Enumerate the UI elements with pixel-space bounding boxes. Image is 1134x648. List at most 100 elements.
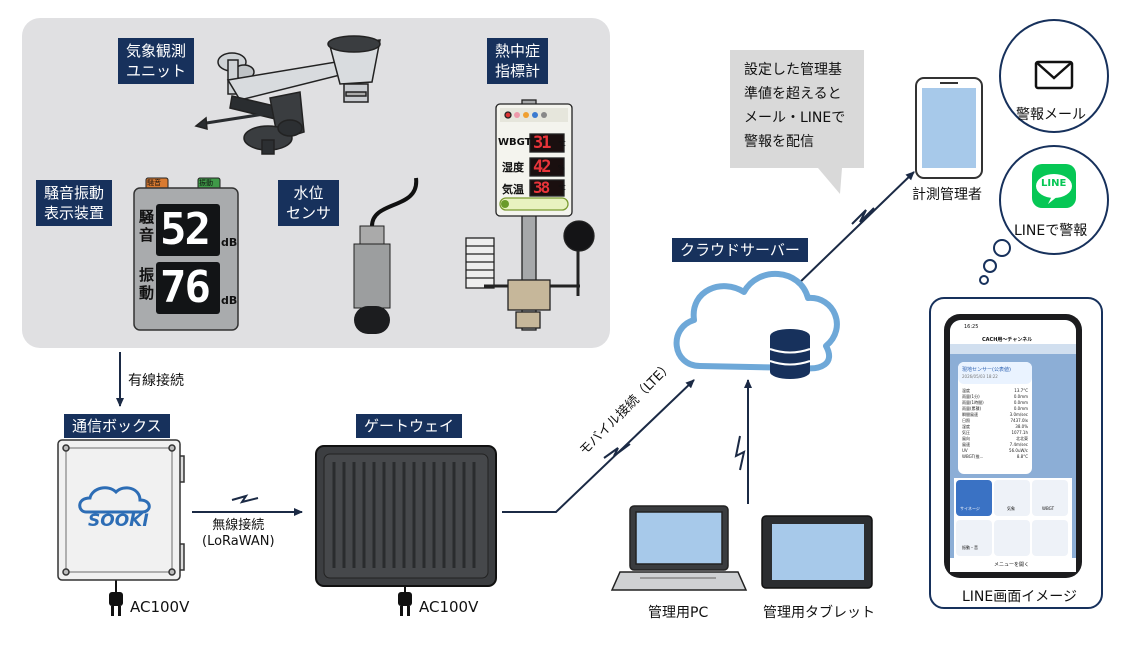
noise-unit: dB <box>221 236 238 249</box>
phone-data-row: 風向 北北東 <box>962 436 1028 442</box>
noise-label: 騒 音 <box>139 208 155 244</box>
phone-row-value: 8.8°C <box>1016 454 1028 459</box>
noise-button-label: 騒音 <box>147 179 161 187</box>
wbgt-unit: ℃ <box>558 140 566 148</box>
temperature-unit: ℃ <box>558 184 566 192</box>
wireless-lightning-icon <box>231 494 259 504</box>
lte-lightning-icon <box>603 443 631 459</box>
cloud-illustration <box>673 270 840 379</box>
menu-signage[interactable]: サイネージ <box>960 506 980 511</box>
phone-row-key: 雨量(1時間) <box>962 400 984 405</box>
phone-row-value: 7437.0lx <box>1010 418 1028 423</box>
heat-meter-illustration <box>465 99 595 331</box>
laptop-illustration <box>610 505 748 591</box>
phone-data-row: UV 56.0uW/c <box>962 448 1028 454</box>
tablet-illustration <box>761 515 873 589</box>
phone-row-value: 0.0mm <box>1013 400 1028 405</box>
alert-bubbles <box>979 19 1109 285</box>
manager-label: 計測管理者 <box>912 187 982 203</box>
alert-callout-text: 設定した管理基 準値を超えると メール・LINEで 警報を配信 <box>744 62 846 150</box>
vibration-unit: dB <box>221 294 238 307</box>
humidity-unit: % <box>558 164 565 172</box>
vibration-button-label: 振動 <box>199 179 213 187</box>
wbgt-value: 31 <box>533 133 552 153</box>
vibration-label: 振 動 <box>139 266 155 302</box>
phone-channel-title: CACH用〜チャンネル <box>982 337 1033 343</box>
phone-row-key: 温度 <box>962 388 970 393</box>
comm-box-tag: 通信ボックス <box>64 414 170 438</box>
phone-row-value: 北北東 <box>1016 436 1028 441</box>
tablet-label: 管理用タブレット <box>763 605 875 621</box>
menu-wbgt[interactable]: WBGT <box>1042 506 1055 511</box>
phone-data-row: 雨量(累積) 0.0mm <box>962 406 1028 412</box>
humidity-value: 42 <box>533 157 552 177</box>
ac-label-box: AC100V <box>130 598 190 616</box>
ac-label-gateway: AC100V <box>419 598 479 616</box>
phone-row-value: 7.4m/sec <box>1009 442 1028 447</box>
temperature-label: 気温 <box>502 183 524 196</box>
phone-data-row: 瞬間風速 3.0m/sec <box>962 412 1028 418</box>
mail-alert-label: 警報メール <box>1016 107 1086 123</box>
menu-vibration-sound[interactable]: 振動・音 <box>962 545 978 550</box>
wired-connection-label: 有線接続 <box>128 373 184 389</box>
phone-row-key: 雨量(1分) <box>962 394 980 399</box>
phone-row-value: 0.0mm <box>1013 394 1028 399</box>
phone-time: 16:25 <box>964 324 979 330</box>
noise-display-illustration <box>133 177 239 331</box>
phone-row-value: 56.0uW/c <box>1009 448 1028 453</box>
phone-row-value: 3.0m/sec <box>1009 412 1028 417</box>
vibration-value: 76 <box>160 262 211 313</box>
phone-row-key: 雨量(累積) <box>962 406 982 411</box>
cloud-server-tag: クラウドサーバー <box>672 238 808 262</box>
weather-unit-tag: 気象観測 ユニット <box>118 38 195 84</box>
cloud-to-manager-arrow <box>795 171 915 287</box>
line-logo-text: LINE <box>1041 178 1067 189</box>
phone-row-key: WBGT(推... <box>962 454 984 459</box>
tablet-lightning-icon <box>734 435 746 471</box>
water-sensor-tag: 水位 センサ <box>278 180 340 226</box>
plug-icon-box <box>109 578 123 616</box>
phone-row-key: 瞬間風速 <box>962 412 978 417</box>
phone-row-value: 38.0% <box>1015 424 1028 429</box>
phone-row-key: 風向 <box>962 436 970 441</box>
phone-data-row: 湿度 38.0% <box>962 424 1028 430</box>
phone-data-row: 日照 7437.0lx <box>962 418 1028 424</box>
manager-lightning-icon <box>851 207 875 225</box>
line-alert-label: LINEで警報 <box>1014 223 1088 239</box>
humidity-label: 湿度 <box>502 161 524 174</box>
manager-phone-illustration <box>915 77 983 179</box>
phone-row-key: 湿度 <box>962 424 970 429</box>
phone-card-date: 2026/05/03 18:22 <box>962 374 998 379</box>
line-image-label: LINE画面イメージ <box>962 589 1077 605</box>
phone-row-value: 1077.1h <box>1011 430 1028 435</box>
noise-value: 52 <box>160 204 211 255</box>
phone-row-key: 気圧 <box>962 430 970 435</box>
lte-line <box>502 379 695 513</box>
menu-footer[interactable]: メニューを開く <box>994 562 1030 568</box>
phone-data-row: 雨量(1時間) 0.0mm <box>962 400 1028 406</box>
callout-bubble <box>730 50 864 194</box>
comm-box-illustration <box>57 439 185 581</box>
weather-station-illustration <box>194 35 381 155</box>
water-sensor-illustration <box>353 177 419 334</box>
temperature-value: 38 <box>533 178 550 197</box>
phone-row-key: 日照 <box>962 418 970 423</box>
wireless-connection-label: 無線接続 (LoRaWAN) <box>202 518 275 549</box>
gateway-tag: ゲートウェイ <box>356 414 463 438</box>
phone-card-title: 現地センサー(公表値) <box>962 367 1011 373</box>
wbgt-label: WBGT <box>498 137 532 148</box>
heat-meter-tag: 熱中症 指標計 <box>487 38 549 84</box>
brand-logo-text: SOOKI <box>88 511 149 531</box>
phone-row-value: 13.7°C <box>1014 388 1028 393</box>
gateway-illustration <box>315 445 497 587</box>
phone-row-key: UV <box>962 448 968 453</box>
phone-data-row: WBGT(推... 8.8°C <box>962 454 1028 460</box>
mail-icon <box>1034 60 1074 90</box>
phone-data-rows: 温度 13.7°C 雨量(1分) 0.0mm 雨量(1時間) 0.0mm 雨量(累積) 0.0… <box>962 388 1028 460</box>
menu-weather[interactable]: 気象 <box>1007 506 1015 511</box>
pc-label: 管理用PC <box>648 605 709 621</box>
phone-row-value: 0.0mm <box>1013 406 1028 411</box>
phone-data-row: 温度 13.7°C <box>962 388 1028 394</box>
